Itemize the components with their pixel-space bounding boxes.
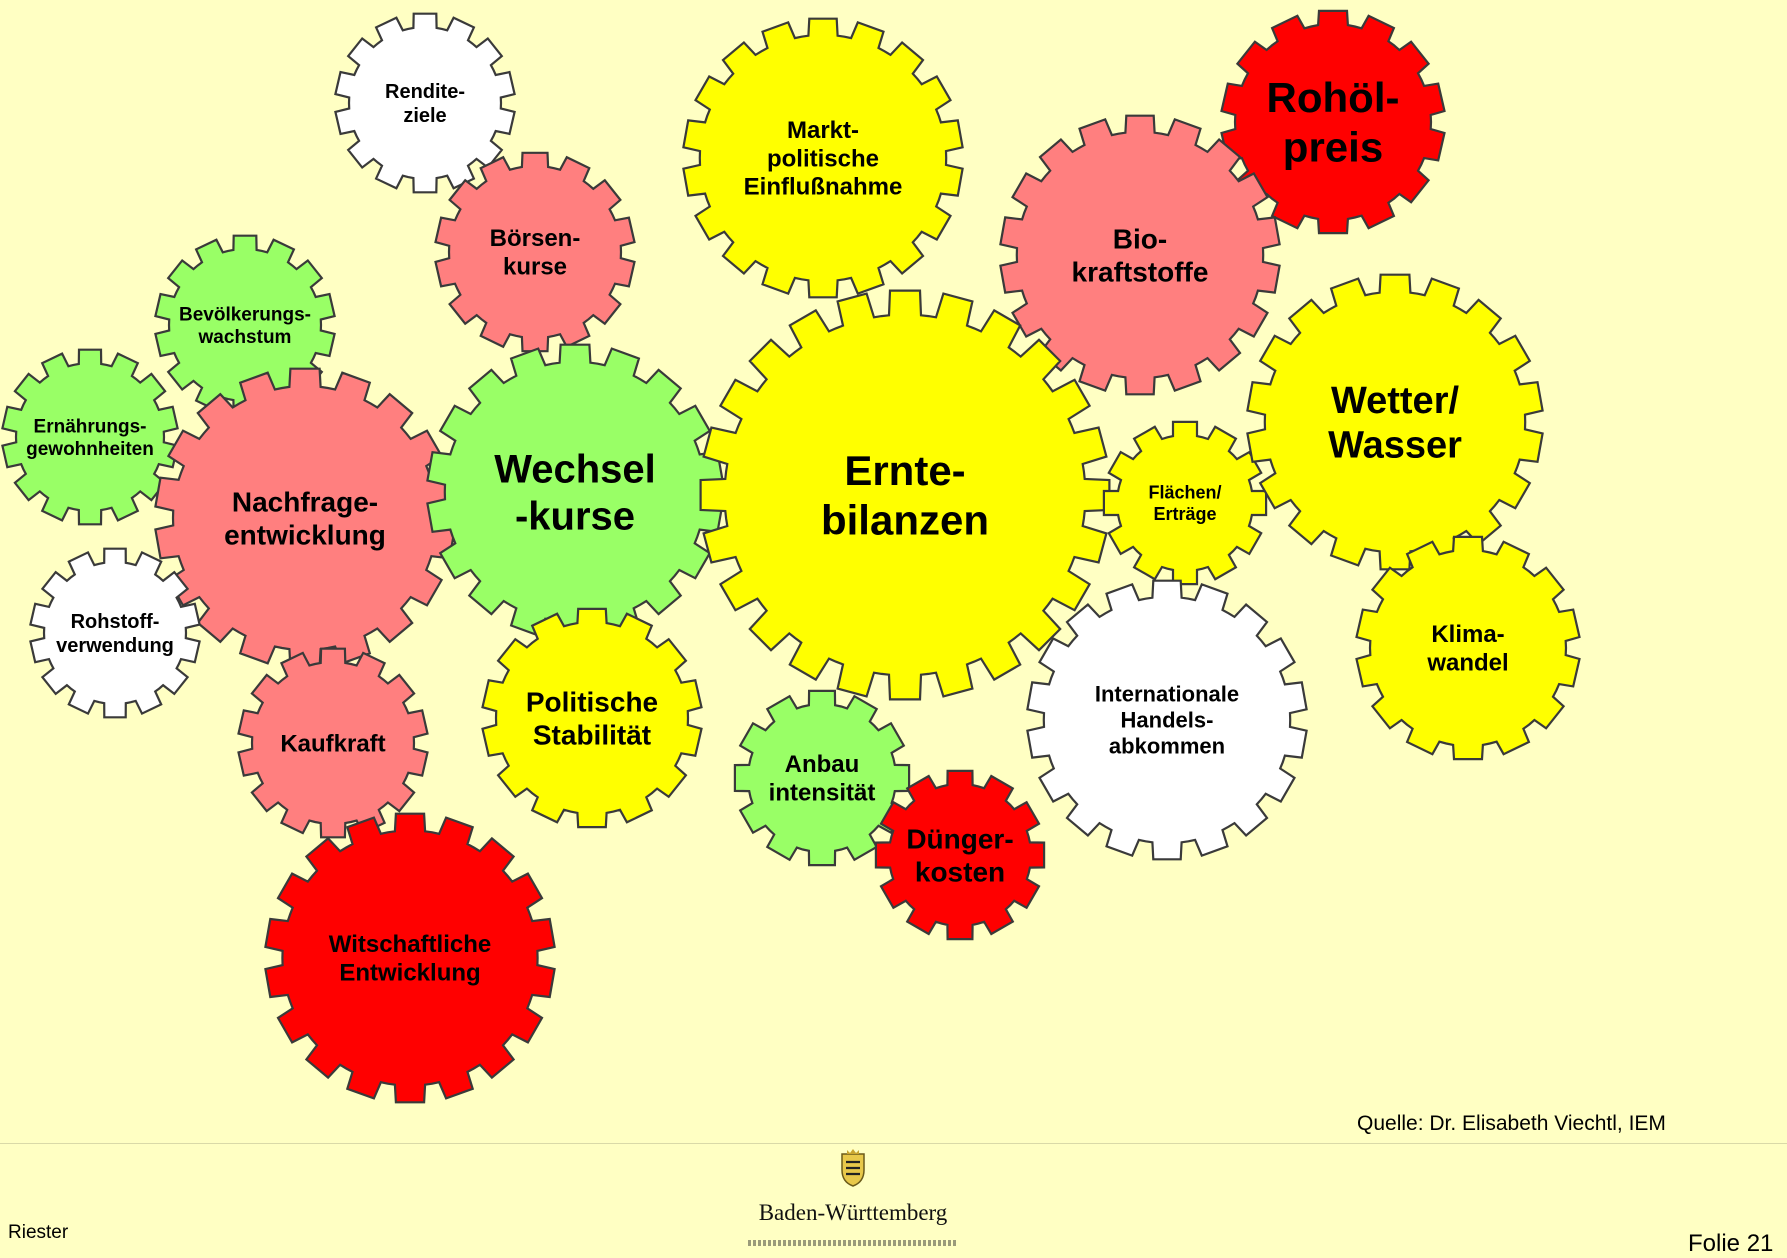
author-name: Riester [8, 1222, 69, 1243]
gear-shape [682, 17, 964, 299]
gear-renditeziele: Rendite-ziele [334, 12, 516, 194]
gear-shape [1246, 273, 1544, 571]
slide-number: Folie 21 [1688, 1230, 1774, 1257]
gear-label: Bevölkerungs-wachstum [179, 304, 311, 348]
gear-biokraftstoffe: Bio-kraftstoffe [999, 114, 1281, 396]
source-citation: Quelle: Dr. Elisabeth Viechtl, IEM [1357, 1112, 1666, 1135]
gear-shape [434, 151, 636, 353]
gear-shape [29, 547, 201, 719]
gear-label: Rendite-ziele [385, 81, 465, 127]
gear-kaufkraft: Kaufkraft [237, 647, 429, 839]
gear-shape [999, 114, 1281, 396]
gear-shape [1026, 579, 1308, 861]
gear-label: Nachfrage-entwicklung [224, 486, 386, 550]
gear-wetter-wasser: Wetter/Wasser [1246, 273, 1544, 571]
logo-subline [748, 1240, 958, 1246]
footer-divider [0, 1143, 1787, 1144]
logo-wordmark: Baden-Württemberg [758, 1200, 948, 1225]
gear-label: Klima-wandel [1426, 621, 1508, 676]
gear-label: Dünger-kosten [906, 823, 1013, 887]
gear-label: Ernährungs-gewohnheiten [26, 416, 154, 460]
gear-shape [334, 12, 516, 194]
gear-ernaehrungsgewohnheiten: Ernährungs-gewohnheiten [1, 348, 179, 526]
gear-label: Rohöl-preis [1267, 74, 1400, 171]
gear-label: Flächen/Erträge [1148, 483, 1221, 524]
gear-erntebilanzen: Ernte-bilanzen [699, 289, 1111, 701]
gear-wechselkurse: Wechsel-kurse [426, 343, 724, 641]
gear-shape [1220, 9, 1446, 235]
gear-nachfrageentwicklung: Nachfrage-entwicklung [154, 367, 456, 669]
gear-shape [874, 769, 1046, 941]
gear-label: Ernte-bilanzen [821, 447, 989, 544]
gear-label: Kaufkraft [280, 730, 385, 757]
gear-shape [699, 289, 1111, 701]
gear-klimawandel: Klima-wandel [1355, 535, 1581, 761]
gear-label: Börsen-kurse [490, 225, 581, 280]
gear-rohstoffverwendung: Rohstoff-verwendung [29, 547, 201, 719]
gear-shape [426, 343, 724, 641]
gear-duengerkosten: Dünger-kosten [874, 769, 1046, 941]
gear-label: Rohstoff-verwendung [56, 611, 174, 657]
gear-label: Wetter/Wasser [1328, 380, 1462, 467]
coat-of-arms-icon [841, 1149, 865, 1187]
gear-shape [1355, 535, 1581, 761]
gear-boersenkurse: Börsen-kurse [434, 151, 636, 353]
gear-shape [481, 607, 703, 829]
gear-shape [154, 367, 456, 669]
gear-shape [1, 348, 179, 526]
gear-label: Bio-kraftstoffe [1072, 223, 1209, 287]
gear-shape [1102, 420, 1268, 586]
gear-label: Wechsel-kurse [494, 447, 656, 538]
gear-flaechen-ertraege: Flächen/Erträge [1102, 420, 1268, 586]
gear-rohoelpreis: Rohöl-preis [1220, 9, 1446, 235]
gear-shape [733, 689, 911, 867]
gear-shape [264, 812, 556, 1104]
gear-shape [237, 647, 429, 839]
